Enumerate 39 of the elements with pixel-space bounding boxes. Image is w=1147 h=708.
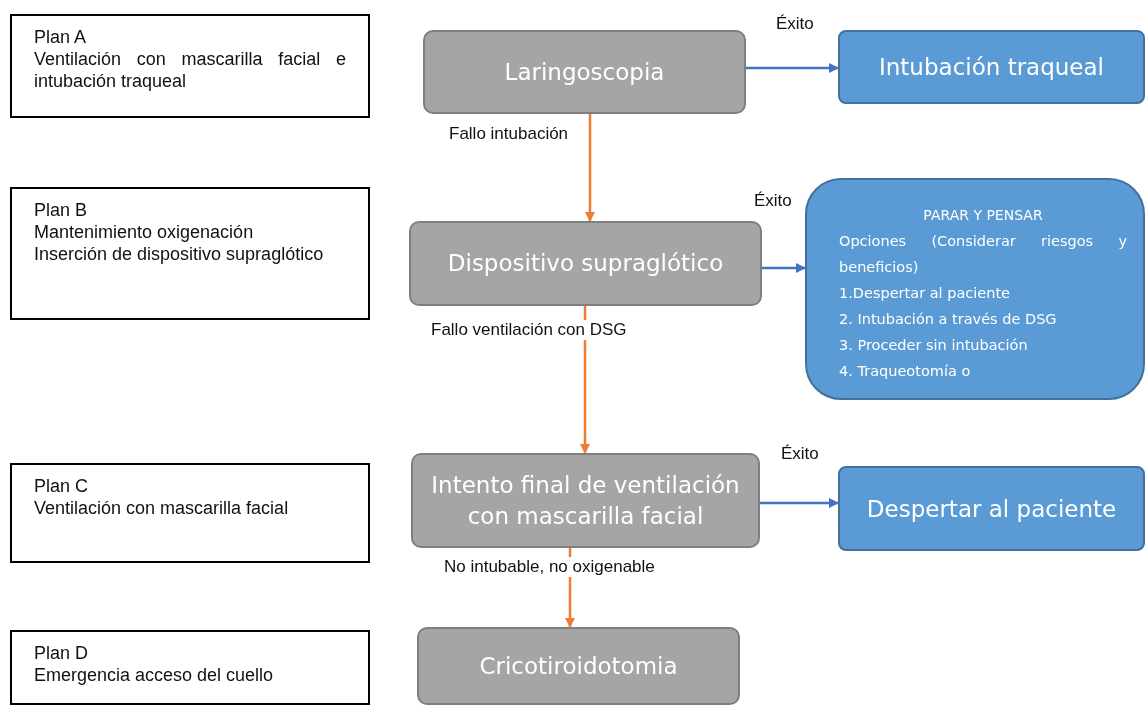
box-text: 1.Despertar al paciente: [839, 284, 1012, 303]
box-text: Inserción de dispositivo supraglótico: [34, 243, 325, 265]
box-text: Ventilación con mascarilla facial e intubación traqueal: [34, 48, 346, 92]
edge-label: No intubable, no oxigenable: [443, 557, 656, 577]
arrow: [762, 263, 806, 273]
process-box: [409, 221, 762, 306]
box-text: Opciones (Considerar riesgos y beneficios): [839, 232, 1127, 277]
box-text: Cricotiroidotomia: [479, 651, 678, 681]
outcome-box: [838, 30, 1145, 104]
arrow: [746, 63, 839, 73]
box-text: Mantenimiento oxigenación: [34, 221, 255, 243]
box-text: Ventilación con mascarilla facial: [34, 497, 290, 519]
box-text: 3. Proceder sin intubación: [839, 336, 1029, 355]
process-box: [411, 453, 760, 548]
arrow: [585, 114, 595, 222]
heading: Plan A: [34, 26, 88, 48]
box-text: Intubación traqueal: [879, 54, 1104, 80]
plan-box: [10, 463, 370, 563]
heading: Plan B: [34, 199, 89, 221]
heading: Plan D: [34, 642, 90, 664]
process-box: [423, 30, 746, 114]
box-text: Emergencia acceso del cuello: [34, 664, 275, 686]
box-text: Dispositivo supraglótico: [447, 249, 724, 278]
arrow: [760, 498, 839, 508]
plan-box: [10, 630, 370, 705]
box-text: Intento final de ventilación con mascarilla facial: [430, 470, 741, 531]
options-box: [805, 178, 1145, 400]
box-text: 4. Traqueotomía o: [839, 362, 972, 381]
edge-label: Fallo ventilación con DSG: [430, 320, 628, 340]
box-text: Despertar al paciente: [866, 495, 1117, 522]
arrow: [580, 306, 590, 454]
heading: PARAR Y PENSAR: [922, 206, 1044, 225]
process-box: [417, 627, 740, 705]
plan-box: [10, 14, 370, 118]
box-text: Laringoscopia: [504, 57, 665, 87]
box-text: 2. Intubación a través de DSG: [839, 310, 1058, 329]
outcome-box: [838, 466, 1145, 551]
plan-box: [10, 187, 370, 320]
heading: Plan C: [34, 475, 90, 497]
